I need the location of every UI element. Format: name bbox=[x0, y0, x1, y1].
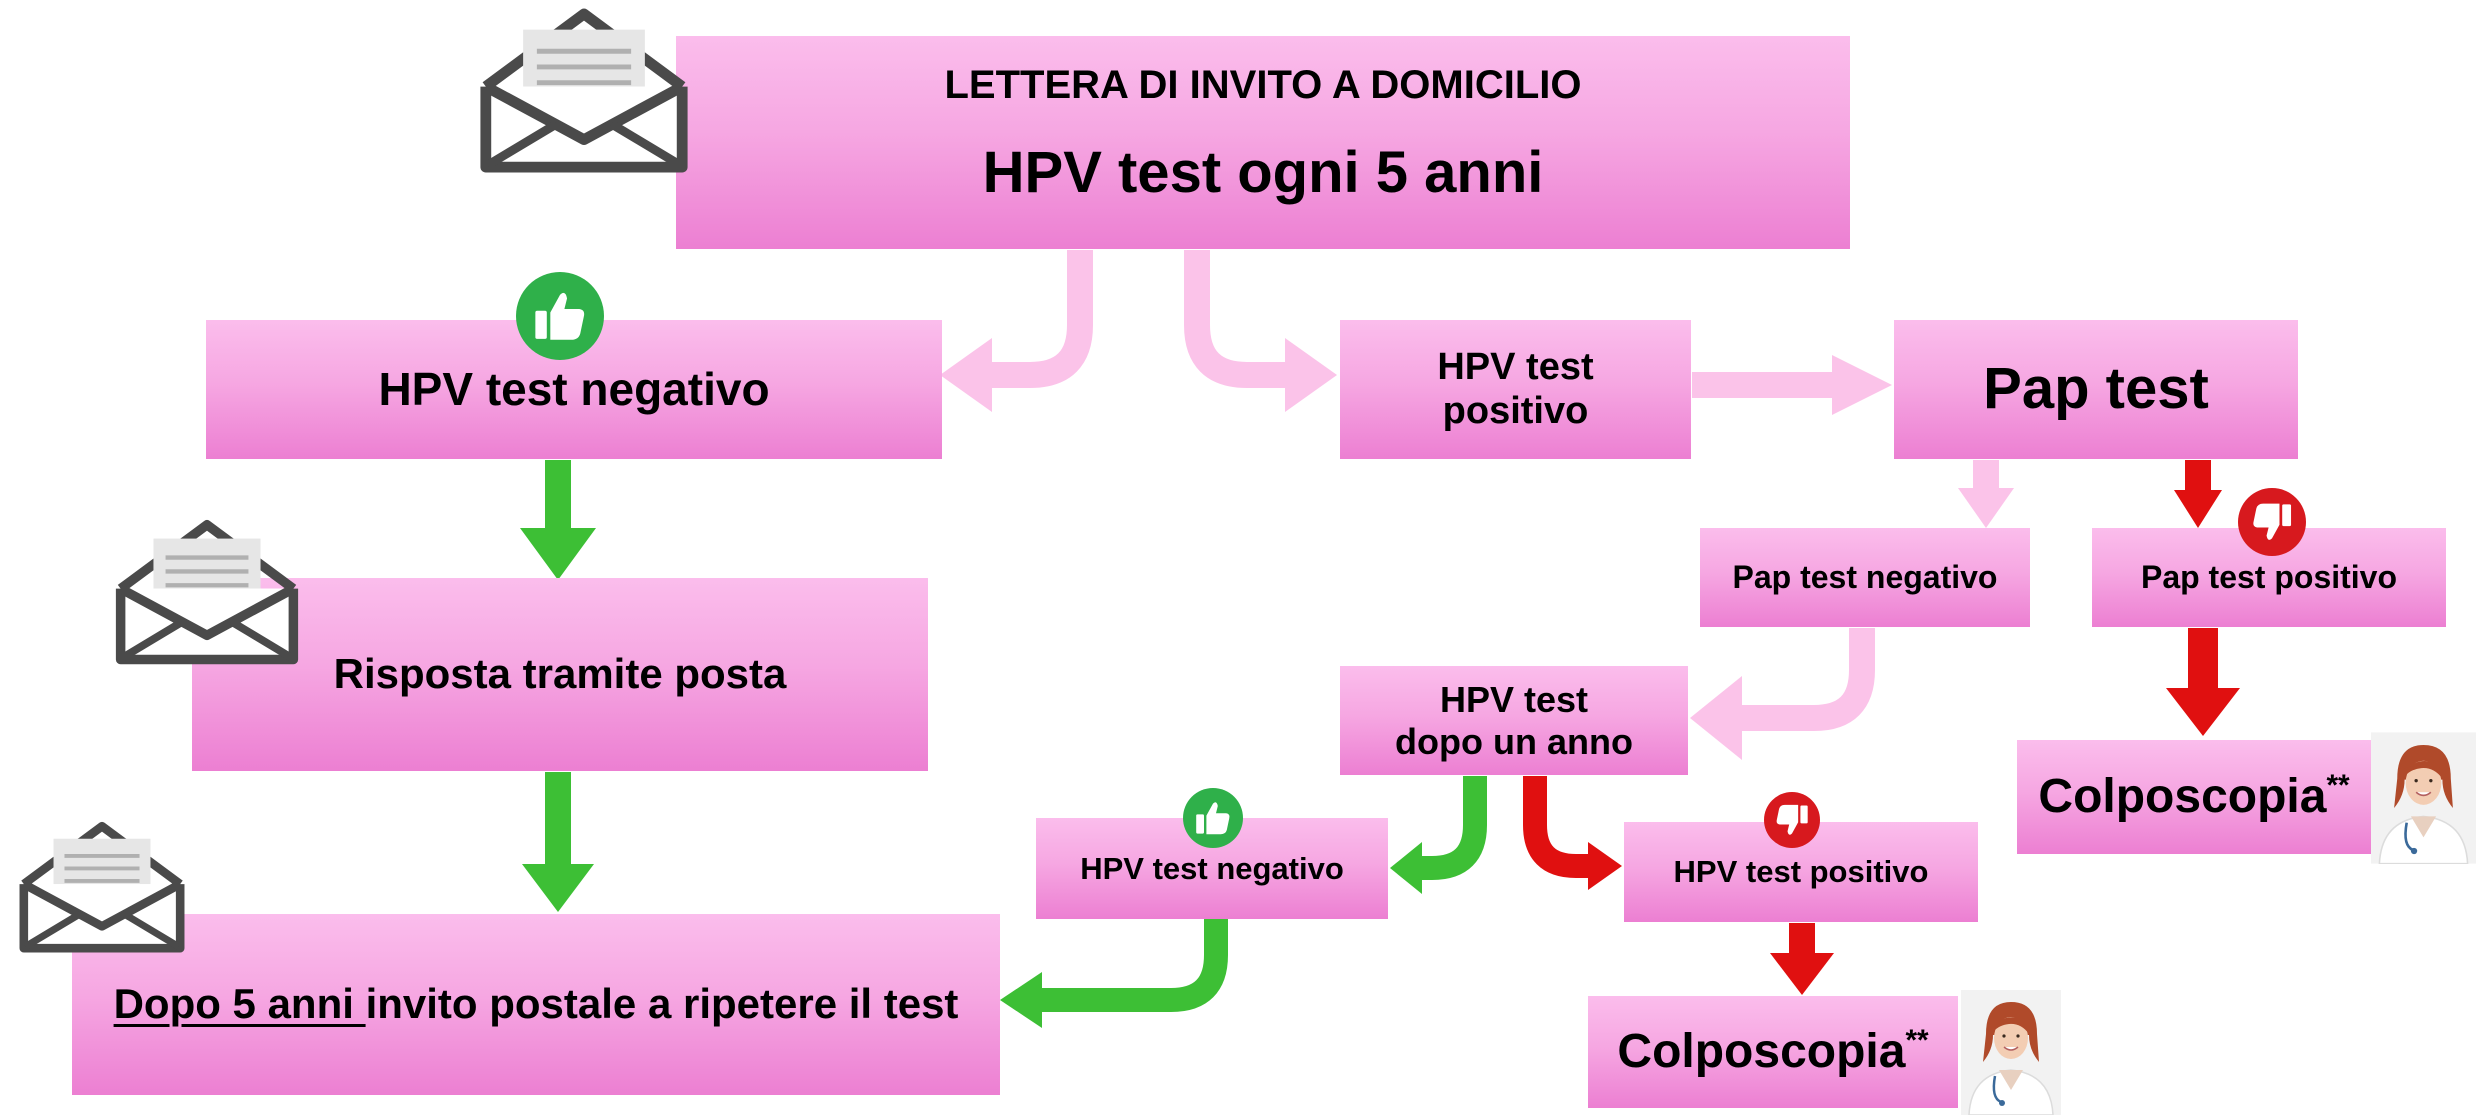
repeat-underlined: Dopo 5 anni bbox=[113, 980, 366, 1028]
repeat-rest: invito postale a ripetere il test bbox=[365, 980, 959, 1028]
pap-negative-box: Pap test negativo bbox=[1700, 528, 2030, 627]
hpv-year-box: HPV test dopo un anno bbox=[1340, 666, 1688, 775]
colposcopy-text: Colposcopia bbox=[2038, 770, 2327, 824]
repeat-box: Dopo 5 anni invito postale a ripetere il… bbox=[72, 914, 1000, 1095]
pap-negative-label: Pap test negativo bbox=[1732, 559, 1998, 596]
doctor-photo bbox=[1961, 990, 2061, 1115]
envelope-open-icon bbox=[19, 821, 185, 953]
arrowhead bbox=[1390, 842, 1422, 894]
colposcopy-mark: ** bbox=[2326, 769, 2350, 803]
thumbs-up-icon bbox=[1183, 788, 1243, 848]
arrowhead bbox=[522, 864, 594, 912]
arrow-year-to-negative bbox=[1420, 776, 1487, 880]
pap-test-box: Pap test bbox=[1894, 320, 2298, 459]
hpv-year-positive-label: HPV test positivo bbox=[1673, 854, 1929, 890]
hpv-year-line2: dopo un anno bbox=[1395, 720, 1633, 762]
arrowhead bbox=[2174, 490, 2222, 528]
repeat-label: Dopo 5 anni invito postale a ripetere il… bbox=[114, 980, 959, 1028]
pap-test-label: Pap test bbox=[1983, 356, 2209, 422]
colposcopy-mark: ** bbox=[1905, 1024, 1929, 1058]
hpv-positive-line1: HPV test bbox=[1437, 345, 1594, 388]
arrowhead bbox=[1770, 953, 1834, 995]
colposcopy-label-right: Colposcopia** bbox=[2038, 769, 2349, 824]
arrow-year-negative-to-repeat bbox=[1040, 915, 1228, 1012]
hpv-year-negative-label: HPV test negativo bbox=[1080, 850, 1344, 886]
arrow-pap-negative-to-year bbox=[1740, 628, 1875, 731]
arrowhead bbox=[1690, 676, 1742, 760]
invitation-label: LETTERA DI INVITO A DOMICILIO bbox=[944, 63, 1582, 107]
envelope-open-icon bbox=[115, 520, 299, 665]
arrowhead bbox=[2166, 688, 2240, 736]
arrow-main-to-negative bbox=[990, 250, 1093, 388]
arrowhead bbox=[1958, 488, 2014, 528]
colposcopy-label-bottom: Colposcopia** bbox=[1617, 1024, 1928, 1079]
hpv-year-line1: HPV test bbox=[1439, 679, 1589, 721]
thumbs-up-icon bbox=[516, 272, 604, 360]
doctor-photo bbox=[2371, 732, 2476, 864]
thumbs-down-icon bbox=[2238, 488, 2306, 556]
arrowhead bbox=[1285, 338, 1337, 412]
colposcopy-box-bottom: Colposcopia** bbox=[1588, 996, 1958, 1108]
main-title: HPV test ogni 5 anni bbox=[982, 140, 1544, 205]
hpv-positive-line2: positivo bbox=[1442, 389, 1589, 432]
arrow-year-to-positive bbox=[1523, 776, 1590, 878]
arrowhead bbox=[1588, 842, 1622, 890]
hpv-positive-box: HPV test positivo bbox=[1340, 320, 1691, 459]
colposcopy-box-right: Colposcopia** bbox=[2017, 740, 2371, 854]
invitation-box: LETTERA DI INVITO A DOMICILIO HPV test o… bbox=[676, 36, 1850, 249]
envelope-open-icon bbox=[480, 8, 688, 173]
arrowhead bbox=[940, 338, 992, 412]
hpv-negative-label: HPV test negativo bbox=[378, 363, 770, 416]
pap-positive-label: Pap test positivo bbox=[2140, 559, 2398, 596]
arrowhead bbox=[1832, 355, 1892, 415]
colposcopy-text: Colposcopia bbox=[1617, 1025, 1906, 1079]
arrowhead bbox=[1000, 972, 1042, 1028]
mail-response-label: Risposta tramite posta bbox=[333, 650, 787, 698]
arrowhead bbox=[520, 528, 596, 580]
thumbs-down-icon bbox=[1764, 792, 1820, 848]
arrow-main-to-positive bbox=[1184, 250, 1285, 388]
mail-response-box: Risposta tramite posta bbox=[192, 578, 928, 771]
